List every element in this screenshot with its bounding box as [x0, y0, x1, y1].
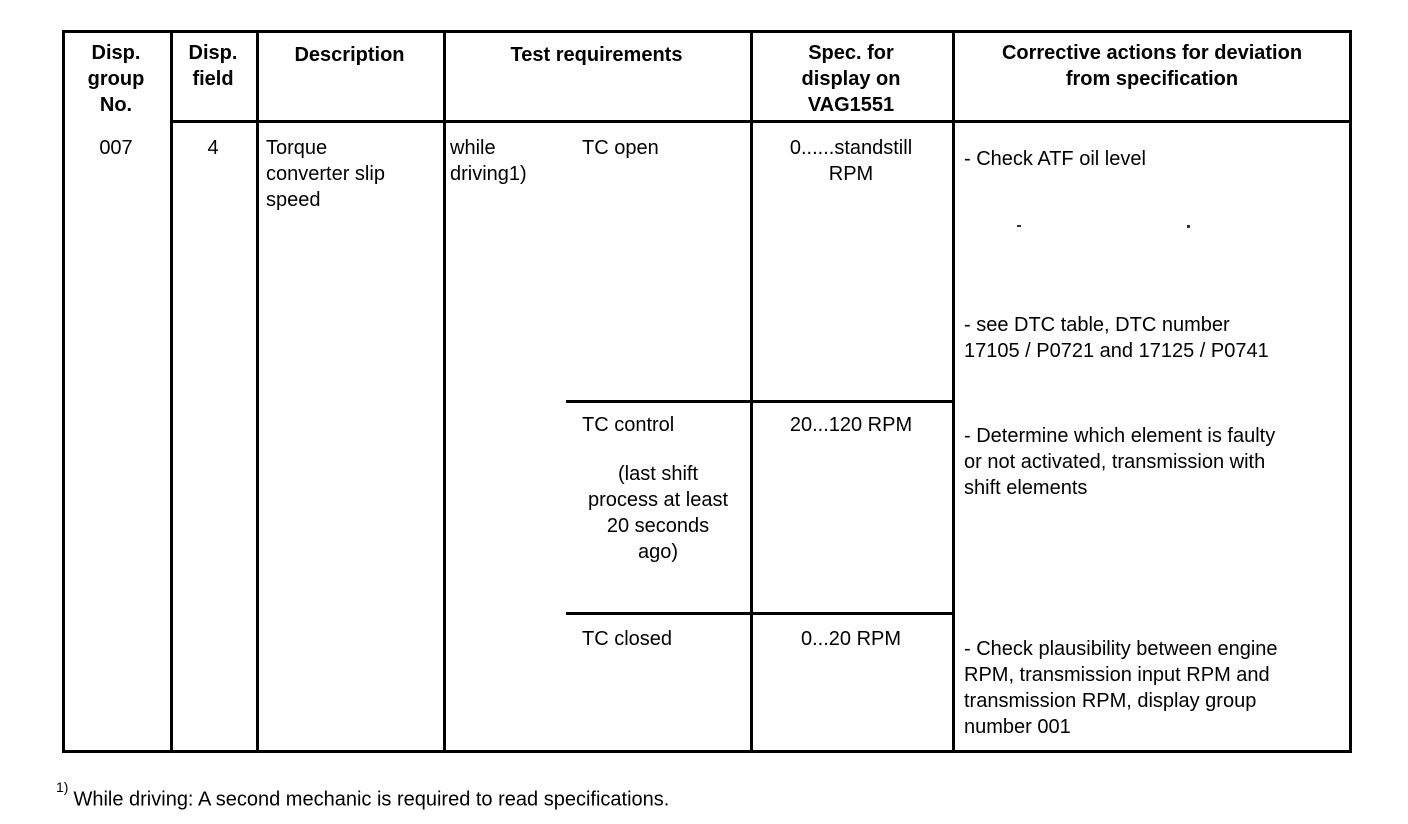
column-divider-2 — [256, 30, 259, 753]
cell-spec-tc-closed: 0...20 RPM — [800, 628, 902, 650]
scan-artifact-dot — [1187, 225, 1190, 228]
cell-state-tc-open: TC open — [582, 137, 659, 159]
cell-disp-group-no: 007 — [99, 137, 133, 159]
column-divider-5 — [952, 30, 955, 753]
header-spec-display: Spec. for display on VAG1551 — [801, 42, 901, 116]
header-disp-group-no: Disp. group No. — [87, 42, 145, 116]
header-test-requirements: Test requirements — [510, 44, 683, 66]
header-corrective-actions: Corrective actions for deviation from sp… — [1001, 42, 1303, 90]
corrective-action-1: - Check ATF oil level — [964, 148, 1146, 170]
column-divider-1 — [170, 30, 173, 753]
column-divider-3 — [443, 30, 446, 753]
corrective-action-3: - Determine which element is faulty or n… — [964, 425, 1276, 499]
scan-artifact-dot — [1017, 225, 1021, 227]
state-row-divider-1 — [566, 400, 952, 403]
footnote: 1)While driving: A second mechanic is re… — [56, 779, 956, 813]
header-row-divider — [170, 120, 1352, 123]
cell-state-tc-control: TC control — [582, 414, 675, 436]
column-divider-4 — [750, 30, 753, 753]
cell-state-tc-closed: TC closed — [582, 628, 673, 650]
footnote-text: While driving: A second mechanic is requ… — [73, 788, 670, 811]
cell-description: Torque converter slip speed — [266, 137, 385, 211]
cell-spec-tc-control: 20...120 RPM — [789, 414, 913, 436]
cell-disp-field: 4 — [207, 137, 219, 159]
cell-test-condition: while driving1) — [450, 137, 527, 185]
state-row-divider-2 — [566, 612, 952, 615]
corrective-action-2: - see DTC table, DTC number 17105 / P072… — [964, 314, 1269, 362]
table-outer-border — [62, 30, 1352, 753]
header-description: Description — [294, 44, 405, 66]
footnote-marker: 1) — [56, 779, 69, 795]
corrective-action-4: - Check plausibility between engine RPM,… — [964, 638, 1278, 738]
cell-state-tc-control-note: (last shift process at least 20 seconds … — [587, 463, 729, 563]
cell-spec-tc-open: 0......standstill RPM — [789, 137, 913, 185]
header-disp-field: Disp. field — [188, 42, 238, 90]
